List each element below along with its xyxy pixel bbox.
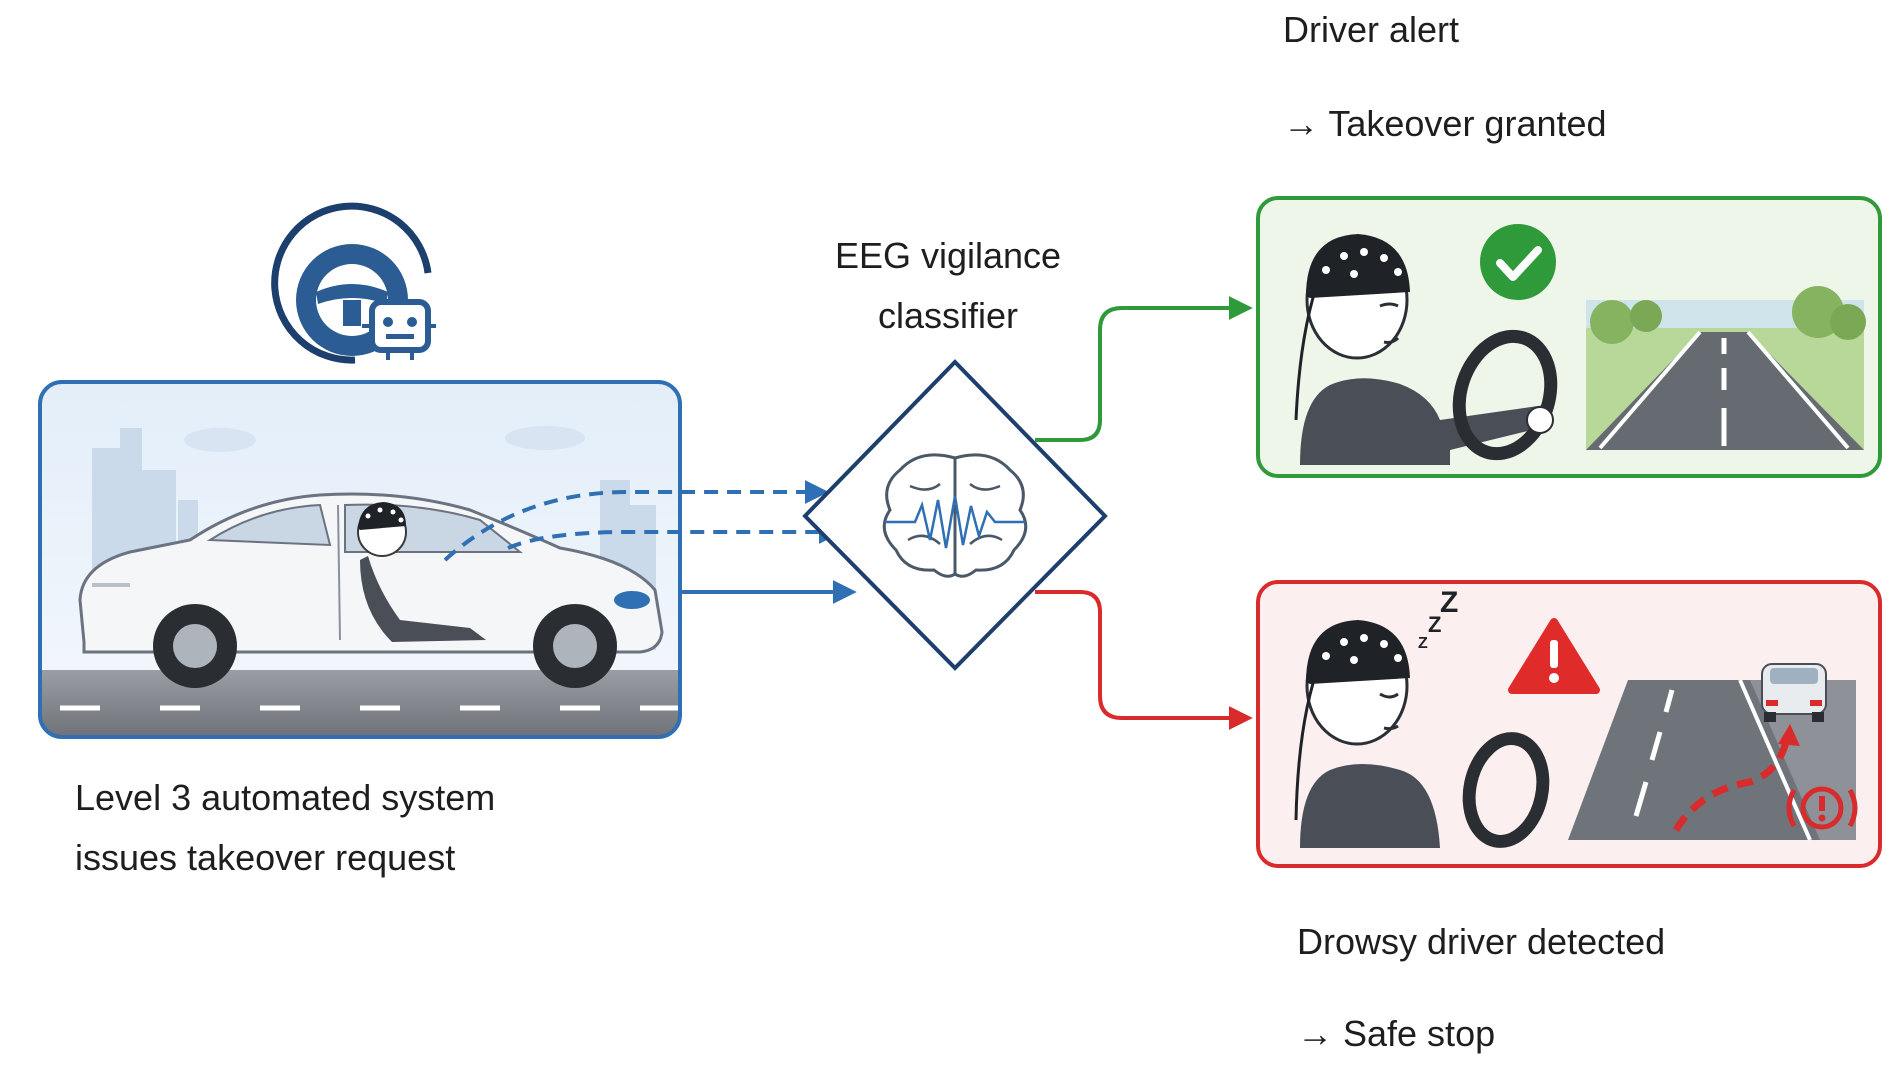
alert-outcome-panel	[1256, 196, 1882, 478]
source-caption-line2: issues takeover request	[75, 837, 456, 878]
sleep-z-icon: Z Z Z	[1418, 586, 1458, 652]
classifier-label-line1: EEG vigilance	[834, 235, 1062, 276]
brain-eeg-icon	[882, 453, 1028, 578]
check-circle-icon	[1480, 224, 1556, 300]
alert-branch-arrow	[1035, 296, 1253, 442]
signal-arrow-dashed-1	[443, 480, 829, 562]
sleep-z-small: Z	[1418, 635, 1428, 652]
driver-with-eeg-cap	[357, 502, 486, 642]
pull-over-path	[1672, 740, 1790, 832]
drowsy-branch-arrow	[1035, 590, 1253, 730]
hazard-alert-icon	[1786, 786, 1858, 830]
drowsy-outcome-result: → Safe stop	[1297, 1013, 1496, 1054]
source-panel	[38, 380, 682, 739]
signal-arrow-dashed-2	[507, 520, 843, 550]
alert-outcome-title: Driver alert	[1283, 9, 1460, 50]
clear-road-scene	[1586, 286, 1866, 450]
automated-car	[78, 492, 664, 688]
steering-wheel-robot-icon	[271, 202, 436, 364]
drowsy-driver: Z Z Z	[1294, 586, 1550, 848]
drowsy-outcome-panel: Z Z Z	[1256, 580, 1882, 868]
stopped-car	[1761, 663, 1827, 722]
classifier-diamond	[802, 359, 1108, 671]
eeg-signal-arrows	[443, 480, 857, 604]
drowsy-outcome-title: Drowsy driver detected	[1297, 921, 1666, 962]
warning-triangle-icon	[1508, 618, 1600, 694]
alert-outcome-result: → Takeover granted	[1283, 103, 1607, 144]
alert-driver	[1294, 234, 1558, 465]
classifier-label-line2: classifier	[877, 295, 1019, 336]
safe-stop-road-scene	[1568, 663, 1858, 841]
unattended-steering-wheel	[1462, 732, 1550, 848]
sleep-z-medium: Z	[1428, 612, 1441, 637]
sleep-z-large: Z	[1440, 586, 1458, 619]
source-caption-line1: Level 3 automated system	[75, 777, 496, 818]
